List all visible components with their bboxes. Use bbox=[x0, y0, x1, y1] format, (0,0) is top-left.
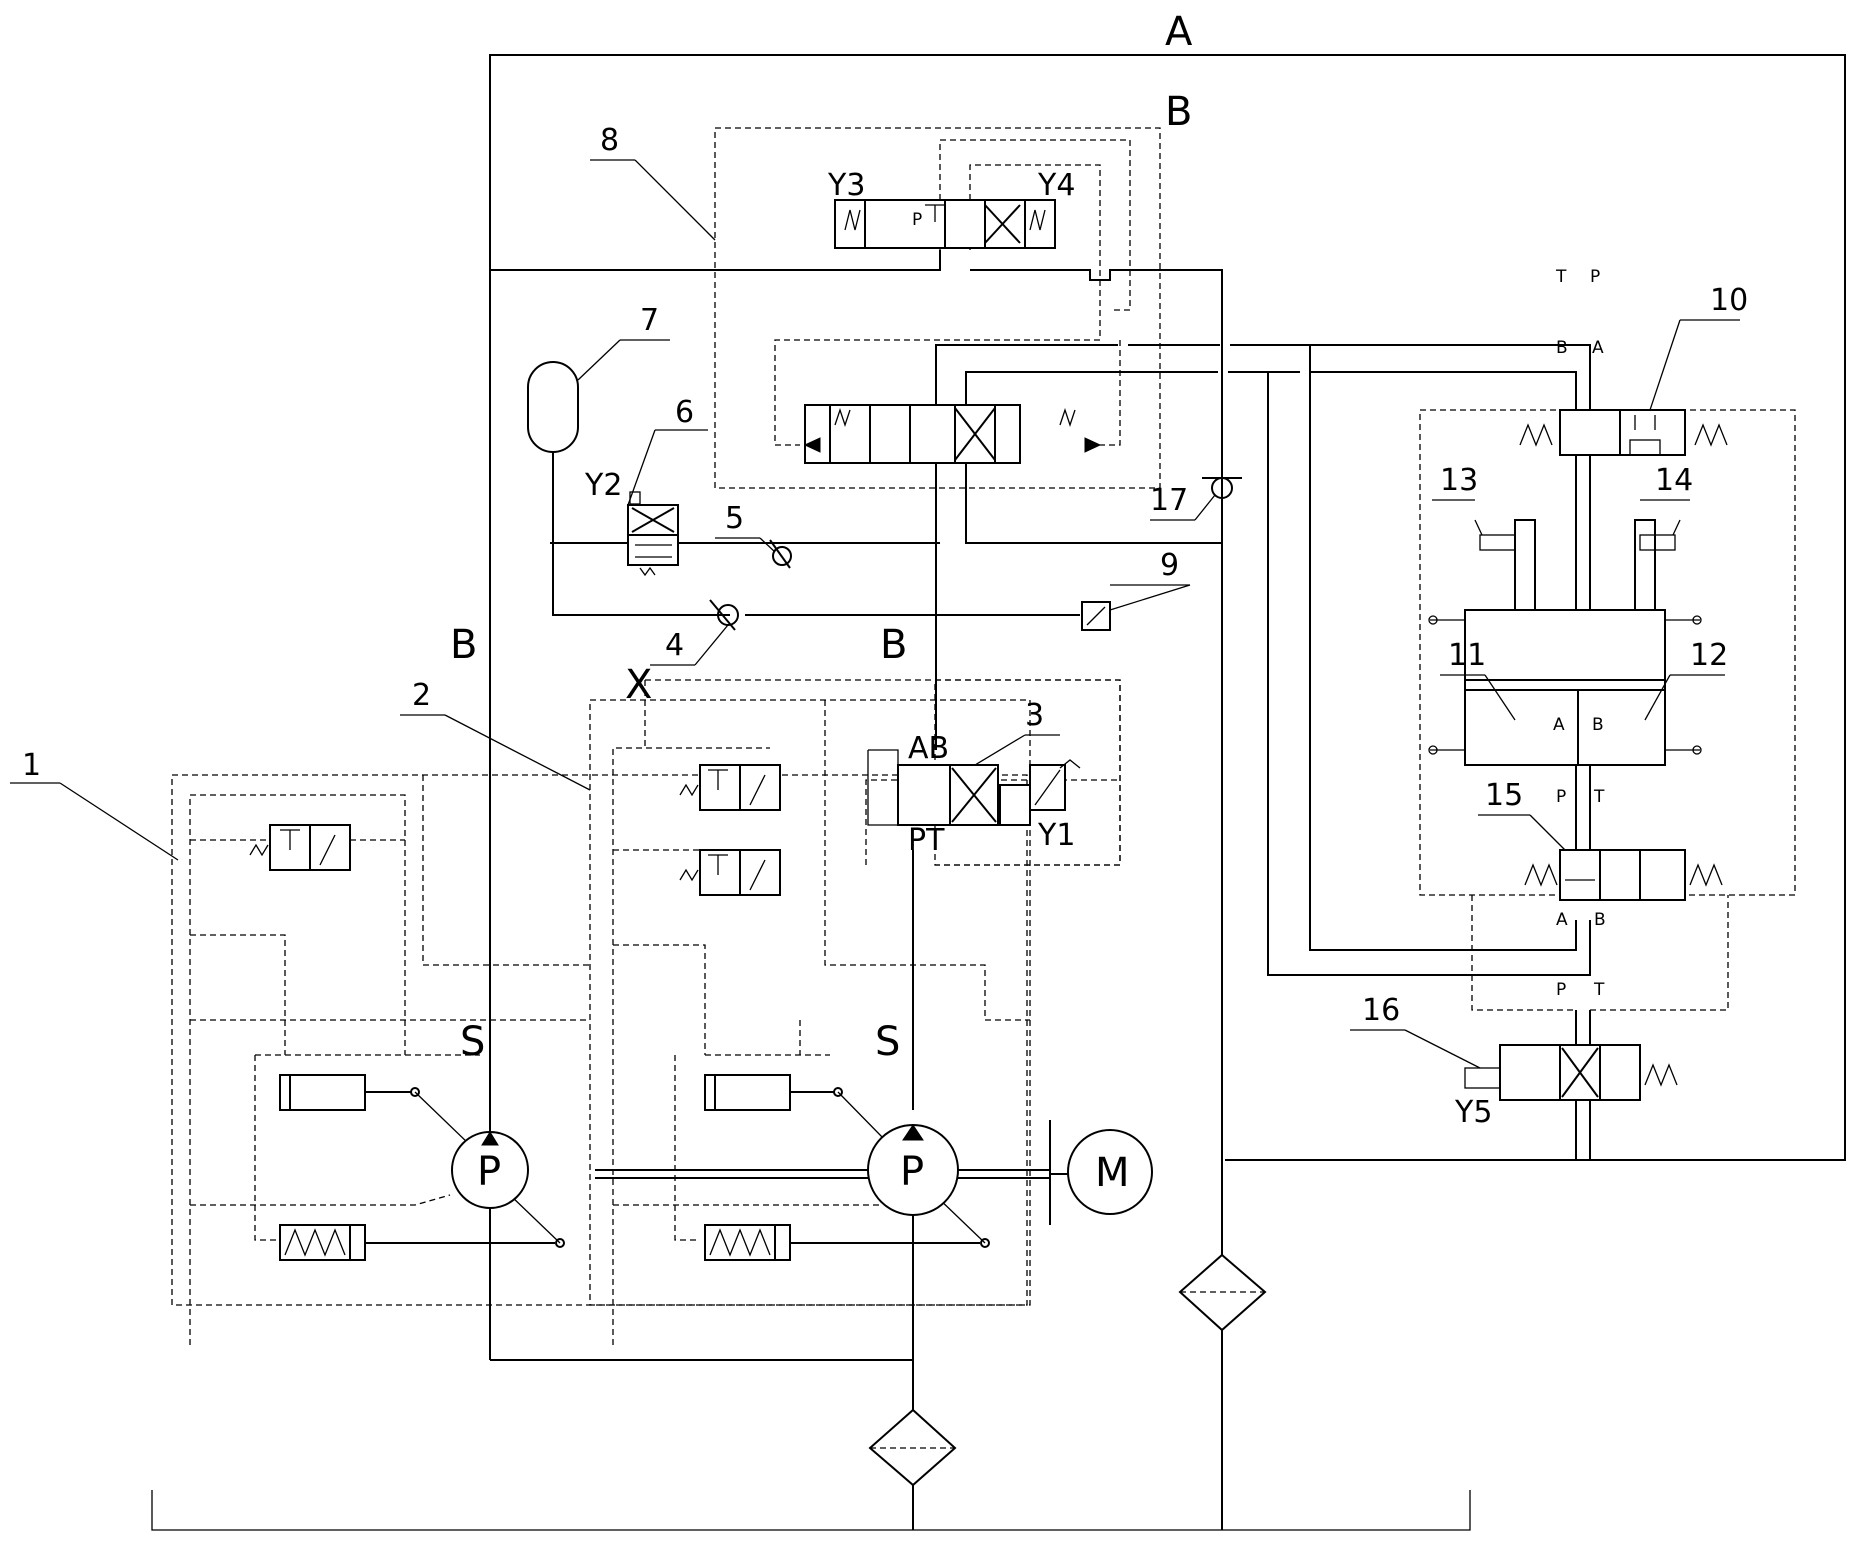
label-v10-B: B bbox=[1556, 338, 1568, 358]
label-17: 17 bbox=[1150, 483, 1188, 518]
label-3: 3 bbox=[1025, 698, 1044, 733]
label-B-left: B bbox=[450, 622, 477, 668]
valve-10 bbox=[1519, 409, 1728, 456]
label-13: 13 bbox=[1440, 463, 1478, 498]
filter-right bbox=[1178, 1253, 1267, 1332]
label-motor: M bbox=[1095, 1150, 1130, 1196]
label-7: 7 bbox=[640, 303, 659, 338]
label-v10-P: P bbox=[1590, 267, 1600, 287]
valve-15 bbox=[1524, 849, 1723, 901]
label-v3-AB: AB bbox=[908, 731, 949, 766]
label-Y1: Y1 bbox=[1037, 818, 1075, 853]
pump-block-1 bbox=[249, 824, 565, 1261]
pressure-switch-9 bbox=[1081, 601, 1111, 631]
label-2: 2 bbox=[412, 678, 431, 713]
accumulator-7 bbox=[527, 361, 579, 453]
label-B-top: B bbox=[1165, 89, 1192, 135]
check-valve-17 bbox=[1202, 477, 1242, 499]
filter-bottom bbox=[868, 1408, 957, 1487]
valve-8: P bbox=[803, 199, 1102, 464]
label-10: 10 bbox=[1710, 283, 1748, 318]
leader-lines bbox=[10, 159, 1740, 1069]
label-S1: S bbox=[460, 1019, 485, 1065]
label-v16-T: T bbox=[1593, 980, 1605, 1000]
limit-switch-13 bbox=[1474, 519, 1516, 551]
label-v10-A: A bbox=[1592, 338, 1604, 358]
label-v3-PT: PT bbox=[908, 823, 945, 858]
valve-6 bbox=[627, 491, 679, 577]
label-Y4: Y4 bbox=[1037, 168, 1075, 203]
label-S2: S bbox=[875, 1019, 900, 1065]
label-8: 8 bbox=[600, 123, 619, 158]
label-v15-B: B bbox=[1594, 910, 1606, 930]
valve-16 bbox=[1464, 1044, 1678, 1101]
label-Y3: Y3 bbox=[827, 168, 865, 203]
label-v15-T: T bbox=[1593, 787, 1605, 807]
label-12: 12 bbox=[1690, 638, 1728, 673]
label-5: 5 bbox=[725, 501, 744, 536]
label-11: 11 bbox=[1448, 638, 1486, 673]
svg-text:P: P bbox=[912, 210, 922, 230]
label-6: 6 bbox=[675, 395, 694, 430]
schematic-labels: A B B B X S S 1 2 3 4 5 6 7 8 9 10 11 12… bbox=[22, 9, 1748, 1196]
label-Y2: Y2 bbox=[584, 468, 622, 503]
label-9: 9 bbox=[1160, 548, 1179, 583]
label-v15-P: P bbox=[1556, 787, 1566, 807]
motor bbox=[1067, 1129, 1153, 1215]
pump-block-2 bbox=[679, 764, 990, 1261]
label-v16-P: P bbox=[1556, 980, 1566, 1000]
label-16: 16 bbox=[1362, 993, 1400, 1028]
label-cyl-A: A bbox=[1553, 715, 1565, 735]
label-1: 1 bbox=[22, 748, 41, 783]
limit-switch-14 bbox=[1639, 519, 1681, 551]
label-cyl-B: B bbox=[1592, 715, 1604, 735]
check-valve-5 bbox=[769, 539, 792, 569]
label-4: 4 bbox=[665, 628, 684, 663]
label-15: 15 bbox=[1485, 778, 1523, 813]
label-pump1: P bbox=[477, 1149, 501, 1195]
label-top-A: A bbox=[1165, 9, 1193, 55]
label-X: X bbox=[625, 662, 652, 708]
label-Y5: Y5 bbox=[1454, 1095, 1492, 1130]
label-B-mid: B bbox=[880, 622, 907, 668]
label-pump2: P bbox=[900, 1149, 924, 1195]
label-v15-A: A bbox=[1556, 910, 1568, 930]
valve-3 bbox=[867, 679, 1121, 866]
label-v10-T: T bbox=[1555, 267, 1567, 287]
label-14: 14 bbox=[1655, 463, 1693, 498]
